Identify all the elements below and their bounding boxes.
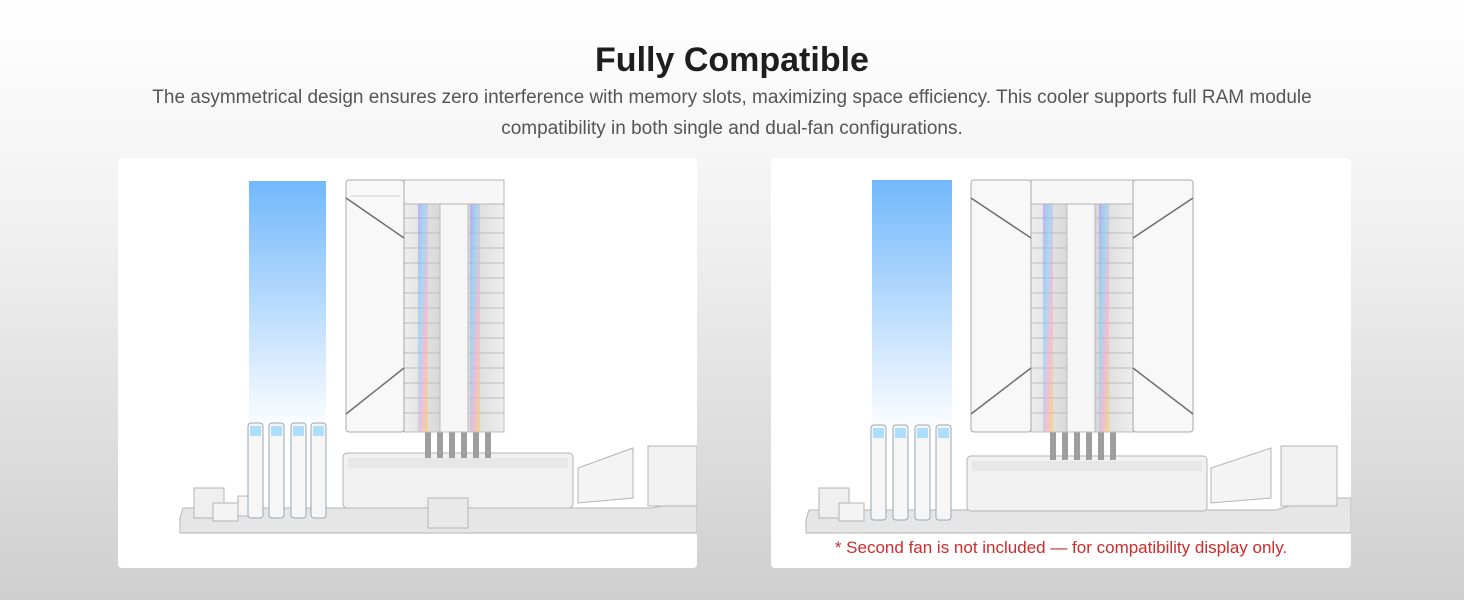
page-title: Fully Compatible: [595, 41, 869, 79]
cooling-fan-rear: [1132, 179, 1194, 433]
ram-clearance-zone: [249, 181, 326, 431]
dual-fan-illustration-panel: * Second fan is not included — for compa…: [771, 158, 1351, 568]
second-fan-disclaimer: * Second fan is not included — for compa…: [834, 538, 1288, 557]
dual-fan-cooler-illustration: [805, 179, 1351, 534]
ram-modules: [247, 422, 327, 519]
page-description: The asymmetrical design ensures zero int…: [152, 87, 1312, 139]
ram-modules: [870, 424, 952, 521]
ram-clearance-zone: [872, 180, 952, 432]
single-fan-illustration-panel: [118, 158, 697, 568]
cooling-fan-front: [970, 179, 1032, 433]
cooling-fan: [345, 179, 405, 433]
single-fan-cooler-illustration: [179, 179, 697, 534]
